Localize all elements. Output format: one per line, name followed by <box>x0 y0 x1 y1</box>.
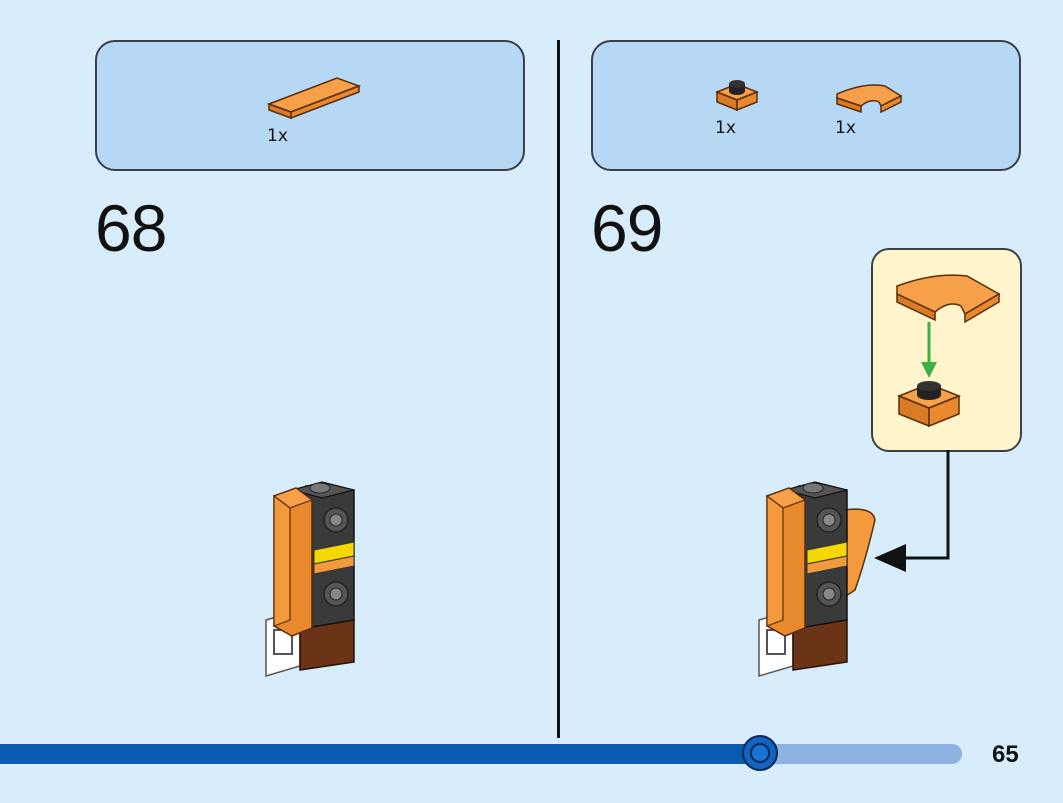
step-number-69: 69 <box>591 191 663 265</box>
page-number: 65 <box>992 741 1019 768</box>
progress-knob <box>741 735 778 771</box>
sub-assembly-callout <box>871 248 1022 452</box>
part-quantity: 1x <box>267 126 288 146</box>
orange-tile-1x4-icon <box>266 77 362 120</box>
callout-pointer-arrow <box>874 450 950 572</box>
parts-list-step-68: 1x <box>95 40 525 171</box>
step-number-68: 68 <box>95 191 167 265</box>
orange-plate-1x1-with-stud-icon <box>714 80 760 112</box>
sub-assembly-callout-icon <box>896 274 1001 428</box>
parts-list-step-69: 1x 1x <box>591 40 1021 171</box>
orange-curved-slope-icon <box>836 84 903 114</box>
part-quantity: 1x <box>715 118 736 138</box>
model-assembly-step-69 <box>758 481 876 678</box>
model-assembly-step-68 <box>265 481 355 678</box>
progress-fill <box>0 744 760 764</box>
part-quantity: 1x <box>835 118 856 138</box>
step-divider <box>557 40 560 738</box>
